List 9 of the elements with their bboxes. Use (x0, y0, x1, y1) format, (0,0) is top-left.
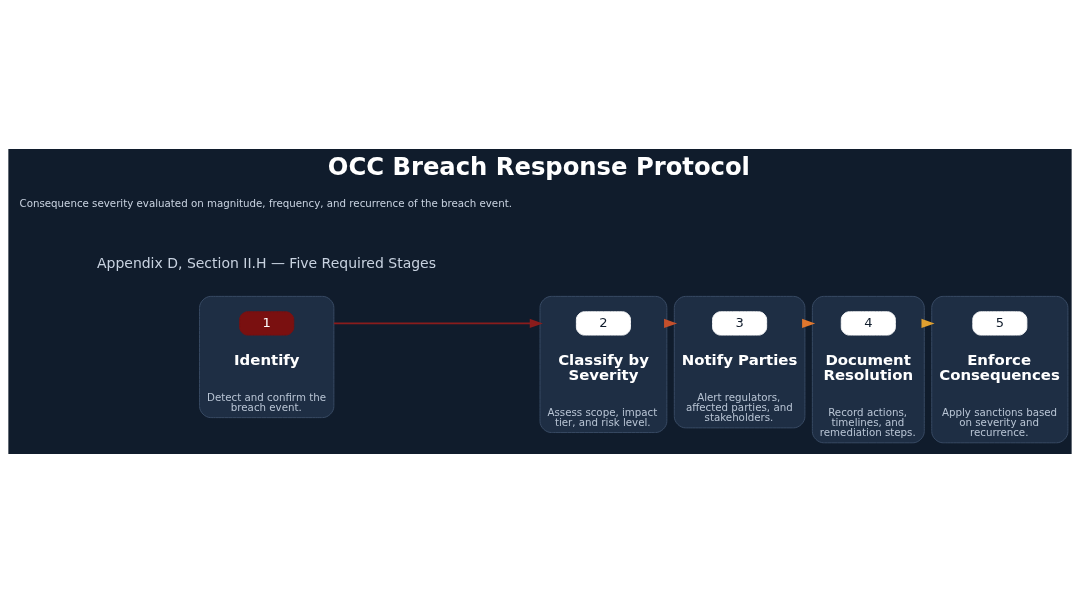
arrow (332, 318, 543, 328)
node-box: 2 (575, 311, 631, 336)
node-box: 4 (840, 311, 896, 336)
diagram-title: OCC Breach Response Protocol (327, 151, 750, 181)
label: Consequence severity evaluated on magnitude, frequency, and recurrence of the breach event. (19, 196, 512, 209)
node-box: 3 (712, 311, 768, 336)
node-box: 5 (972, 311, 1028, 336)
label: Appendix D, Section II.H — Five Required Stages (96, 254, 436, 271)
node-box: 1 (239, 311, 295, 336)
